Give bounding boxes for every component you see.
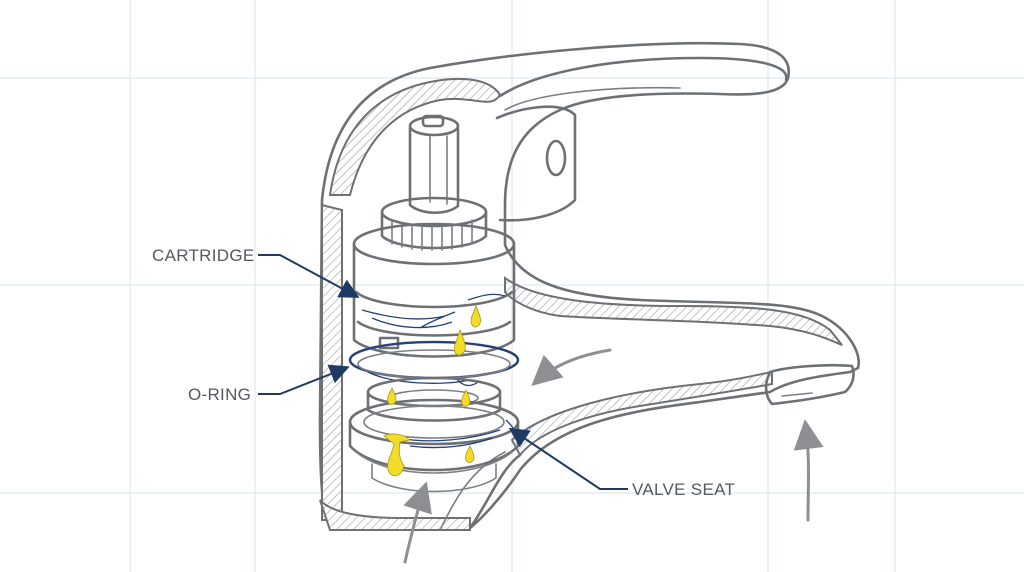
- valve-seat-leader-line: [508, 427, 628, 490]
- water-flow-arrows: [403, 348, 824, 564]
- cartridge: [352, 222, 516, 358]
- o-ring-label: O-RING: [188, 385, 251, 404]
- valve-seat-label: VALVE SEAT: [632, 480, 735, 499]
- leak-drips: [383, 304, 482, 477]
- flow-arrow-inlet: [403, 481, 432, 564]
- o-ring-leader-line: [258, 364, 350, 395]
- flow-arrow-outlet: [793, 419, 824, 522]
- valve-seat: [348, 398, 520, 493]
- faucet-body: [318, 41, 861, 531]
- cartridge-leader-line: [258, 254, 360, 298]
- cartridge-spline-ring: [380, 196, 488, 251]
- cartridge-label: CARTRIDGE: [152, 246, 255, 265]
- flow-arrow-spout: [531, 348, 612, 386]
- callout-leaders: [258, 254, 628, 490]
- cartridge-stem: [408, 114, 460, 214]
